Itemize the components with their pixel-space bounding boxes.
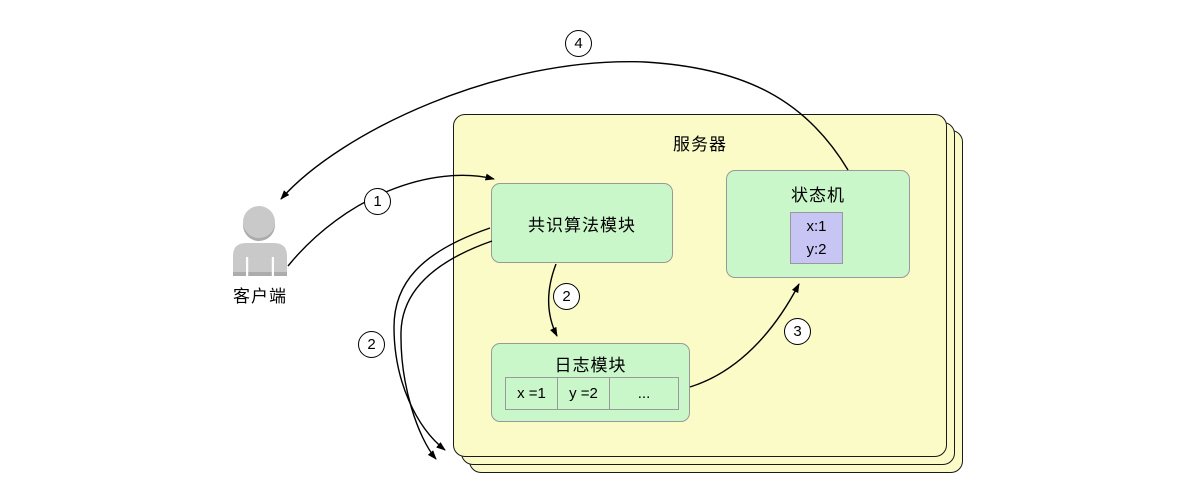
client-label: 客户端 — [233, 287, 287, 306]
log-entry-cell: y =2 — [558, 377, 610, 410]
arrow-4-statemachine-to-client — [280, 60, 849, 200]
server-title: 服务器 — [673, 135, 727, 154]
log-entry-cell-ellipsis: ... — [610, 377, 679, 410]
consensus-module-box: 共识算法模块 — [491, 183, 673, 263]
step-badge-4: 4 — [565, 30, 592, 57]
arrow-2-consensus-to-replica-a — [393, 227, 491, 451]
step-badge-3: 3 — [784, 318, 811, 345]
step-badge-2-log: 2 — [553, 283, 580, 310]
log-module-title: 日志模块 — [554, 356, 627, 375]
consensus-module-title: 共识算法模块 — [528, 215, 636, 235]
state-machine-values-box: x:1 y:2 — [790, 212, 843, 264]
arrow-2-consensus-to-replica-b — [400, 240, 493, 460]
arrow-3-log-to-statemachine — [689, 283, 800, 388]
client-person-icon — [233, 206, 287, 276]
log-module-box: 日志模块 x =1 y =2 ... — [491, 343, 690, 422]
log-entry-cell: x =1 — [505, 377, 558, 410]
state-value: x:1 — [806, 217, 827, 235]
step-badge-2-replicas: 2 — [358, 331, 385, 358]
arrow-2-consensus-to-log — [547, 263, 558, 337]
step-badge-1: 1 — [364, 188, 391, 215]
log-entries-table: x =1 y =2 ... — [505, 377, 679, 410]
state-value: y:2 — [806, 241, 827, 258]
arrow-1-client-to-consensus — [287, 173, 495, 267]
state-machine-box: 状态机 x:1 y:2 — [726, 170, 910, 278]
state-machine-title: 状态机 — [791, 186, 845, 205]
